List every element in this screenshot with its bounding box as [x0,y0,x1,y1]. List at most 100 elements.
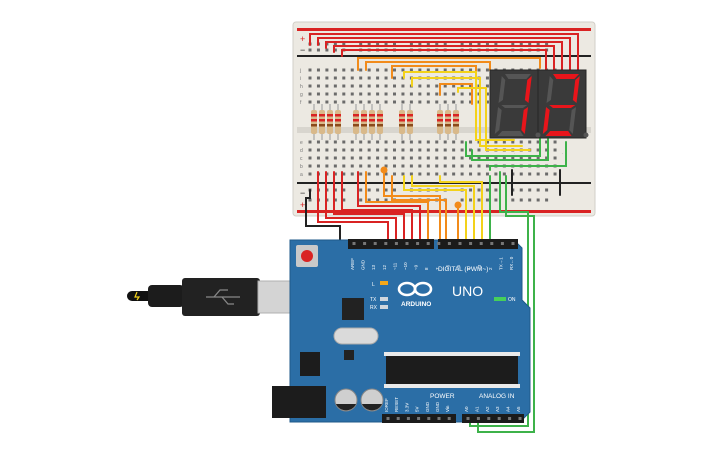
breadboard-hole [316,84,320,88]
breadboard-hole [553,156,557,160]
header-pin[interactable] [500,242,504,245]
header-pin[interactable] [508,417,512,420]
breadboard-hole [443,140,447,144]
resistor-band [445,124,451,127]
yellow-wire [403,71,515,141]
header-pin[interactable] [416,242,420,245]
header-pin[interactable] [352,242,356,245]
tx-led [380,297,388,301]
breadboard-hole [359,172,363,176]
header-pin[interactable] [518,417,522,420]
breadboard-hole [308,164,312,168]
breadboard-hole [401,84,405,88]
header-pin[interactable] [497,417,501,420]
rail-hole [308,48,312,52]
header-pin[interactable] [396,417,400,420]
breadboard-hole [376,164,380,168]
header-pin[interactable] [373,242,377,245]
breadboard-hole [350,92,354,96]
breadboard-hole [325,156,329,160]
header-pin[interactable] [384,242,388,245]
resistor [319,110,325,134]
header-pin[interactable] [487,417,491,420]
header-pin[interactable] [405,242,409,245]
breadboard-hole [308,68,312,72]
rail-hole [308,198,312,202]
breadboard-hole [460,148,464,152]
header-pin[interactable] [490,242,494,245]
red-wire [325,41,563,86]
breadboard-hole [553,140,557,144]
breadboard-hole [325,84,329,88]
pin-label: A2 [485,406,490,412]
breadboard-hole [359,156,363,160]
orange-wire [439,83,473,105]
pin-label: GND [435,401,440,412]
segment-a [553,74,579,79]
header-pin[interactable] [469,242,473,245]
resistor-band [453,119,459,122]
header-pin[interactable] [437,417,441,420]
orange-wire-end [454,201,462,209]
resistor-band [369,124,375,127]
breadboard-hole [333,84,337,88]
rail-hole [469,188,473,192]
breadboard-hole [359,92,363,96]
header-pin[interactable] [466,417,470,420]
breadboard-hole [376,140,380,144]
breadboard-hole [350,164,354,168]
header-pin[interactable] [447,242,451,245]
header-pin[interactable] [386,417,390,420]
header-pin[interactable] [426,242,430,245]
rail-minus-label-bottom: − [300,188,305,198]
breadboard-hole [469,164,473,168]
header-pin[interactable] [437,242,441,245]
header-pin[interactable] [458,242,462,245]
breadboard-hole [460,140,464,144]
power-label: POWER [430,393,455,400]
breadboard-hole [418,156,422,160]
breadboard-hole [384,92,388,96]
power-plug-icon [132,291,142,301]
rail-hole [519,198,523,202]
row-letter: h [300,84,303,90]
segment-f [498,76,506,103]
breadboard-hole [393,164,396,168]
resistor-band [369,119,375,122]
breadboard-hole [367,156,371,160]
breadboard-hole [545,140,549,144]
breadboard-hole [545,156,549,160]
capacitor-stripe [336,404,356,411]
breadboard-hole [384,164,388,168]
breadboard-hole [418,68,422,72]
rail-hole [460,198,464,202]
header-pin[interactable] [417,417,421,420]
breadboard-hole [502,140,506,144]
rail-hole [367,198,371,202]
header-pin[interactable] [479,242,483,245]
header-pin[interactable] [511,242,515,245]
header-pin[interactable] [427,417,431,420]
resistor-band [335,119,341,122]
breadboard-hole [376,76,380,80]
resistor-band [327,124,333,127]
top-minus-rail-line [297,55,591,57]
header-pin[interactable] [394,242,398,245]
analog-header [462,414,524,423]
header-pin[interactable] [476,417,480,420]
breadboard-hole [460,68,464,72]
resistor [353,110,359,134]
breadboard-hole [308,84,312,88]
on-label: ON [508,297,516,303]
right-digit-value: 2 [562,153,563,155]
breadboard-hole [494,140,498,144]
breadboard-wires [309,33,579,196]
header-pin[interactable] [363,242,367,245]
rail-hole [528,188,532,192]
breadboard-hole [426,100,430,104]
header-pin[interactable] [447,417,451,420]
breadboard-hole [443,68,447,72]
breadboard-hole [536,140,540,144]
header-pin[interactable] [406,417,410,420]
